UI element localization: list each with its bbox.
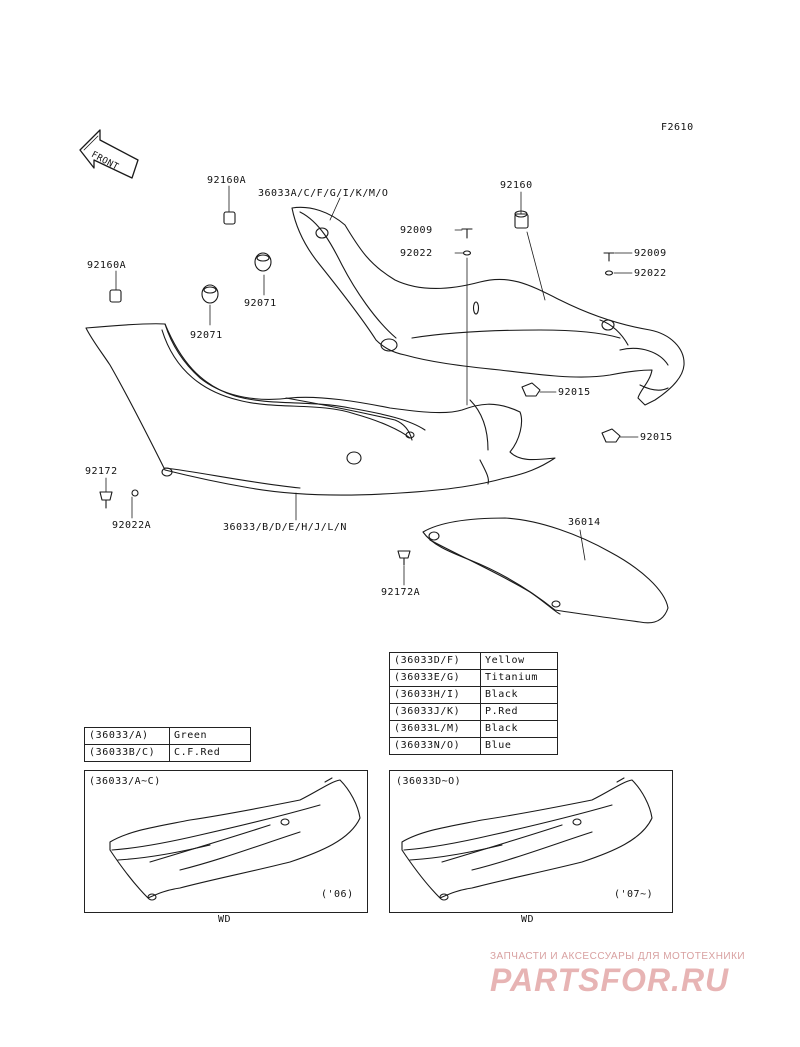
part-label-92022A: 92022A bbox=[112, 520, 152, 531]
part-label-92022-b: 92022 bbox=[634, 268, 667, 279]
grommet-92160A-left bbox=[109, 289, 122, 303]
table-row: (36033/A)Green bbox=[84, 727, 251, 745]
bolt-92009-a bbox=[461, 228, 473, 239]
side-cover-upper bbox=[291, 206, 685, 406]
table-row: (36033L/M)Black bbox=[389, 720, 558, 738]
inset-left-caption: WD bbox=[218, 914, 232, 925]
cover-36014 bbox=[422, 517, 669, 624]
part-label-92015-b: 92015 bbox=[640, 432, 673, 443]
table-row: (36033N/O)Blue bbox=[389, 737, 558, 755]
part-label-92015-a: 92015 bbox=[558, 387, 591, 398]
clip-92015-b bbox=[601, 428, 621, 443]
inset-right-title: (36033D~O) bbox=[396, 776, 462, 787]
table-row: (36033E/G)Titanium bbox=[389, 669, 558, 687]
grommet-92160A-top bbox=[223, 211, 236, 225]
screw-92172A bbox=[397, 550, 411, 566]
inset-panel-right: (36033D~O) ('07~) bbox=[389, 770, 673, 913]
bolt-92009-b bbox=[603, 252, 615, 262]
part-label-92009-b: 92009 bbox=[634, 248, 667, 259]
part-label-92022-a: 92022 bbox=[400, 248, 433, 259]
inset-left-title: (36033/A~C) bbox=[89, 776, 161, 787]
leader-lines bbox=[105, 185, 639, 586]
table-row: (36033B/C)C.F.Red bbox=[84, 744, 251, 762]
screw-92172 bbox=[99, 491, 113, 509]
part-label-92160A-left: 92160A bbox=[87, 260, 127, 271]
inset-right-caption: WD bbox=[521, 914, 535, 925]
part-label-36014: 36014 bbox=[568, 517, 601, 528]
part-label-92071-b: 92071 bbox=[190, 330, 223, 341]
inset-right-year: ('07~) bbox=[614, 889, 654, 900]
table-row: (36033H/I)Black bbox=[389, 686, 558, 704]
inset-cover-right bbox=[401, 777, 653, 901]
part-label-92009-a: 92009 bbox=[400, 225, 433, 236]
color-table-right: (36033D/F)Yellow (36033E/G)Titanium (360… bbox=[389, 652, 558, 755]
inset-left-year: ('06) bbox=[321, 889, 354, 900]
washer-92022-a bbox=[462, 250, 472, 256]
washer-92022-b bbox=[604, 270, 614, 276]
part-label-92172A: 92172A bbox=[381, 587, 421, 598]
part-label-36033A: 36033A/C/F/G/I/K/M/O bbox=[258, 188, 389, 199]
watermark-brand: PARTSFOR.RU bbox=[490, 962, 730, 998]
washer-92022A bbox=[131, 489, 139, 497]
table-row: (36033D/F)Yellow bbox=[389, 652, 558, 670]
grommet-92071-b bbox=[201, 284, 219, 304]
side-cover-lower bbox=[85, 323, 556, 496]
grommet-92160 bbox=[514, 210, 529, 229]
inset-panel-left: (36033/A~C) ('06) bbox=[84, 770, 368, 913]
figure-code: F2610 bbox=[661, 122, 694, 133]
inset-cover-left bbox=[109, 777, 361, 901]
clip-92015-a bbox=[521, 382, 541, 397]
part-label-36033B: 36033/B/D/E/H/J/L/N bbox=[223, 522, 347, 533]
table-row: (36033J/K)P.Red bbox=[389, 703, 558, 721]
front-arrow-icon bbox=[79, 129, 139, 179]
part-label-92160A-top: 92160A bbox=[207, 175, 247, 186]
grommet-92071-a bbox=[254, 252, 272, 272]
part-label-92071-a: 92071 bbox=[244, 298, 277, 309]
watermark-tagline: ЗАПЧАСТИ И АКСЕССУАРЫ ДЛЯ МОТОТЕХНИКИ bbox=[490, 951, 746, 962]
part-label-92172: 92172 bbox=[85, 466, 118, 477]
color-table-left: (36033/A)Green (36033B/C)C.F.Red bbox=[84, 727, 251, 762]
part-label-92160: 92160 bbox=[500, 180, 533, 191]
